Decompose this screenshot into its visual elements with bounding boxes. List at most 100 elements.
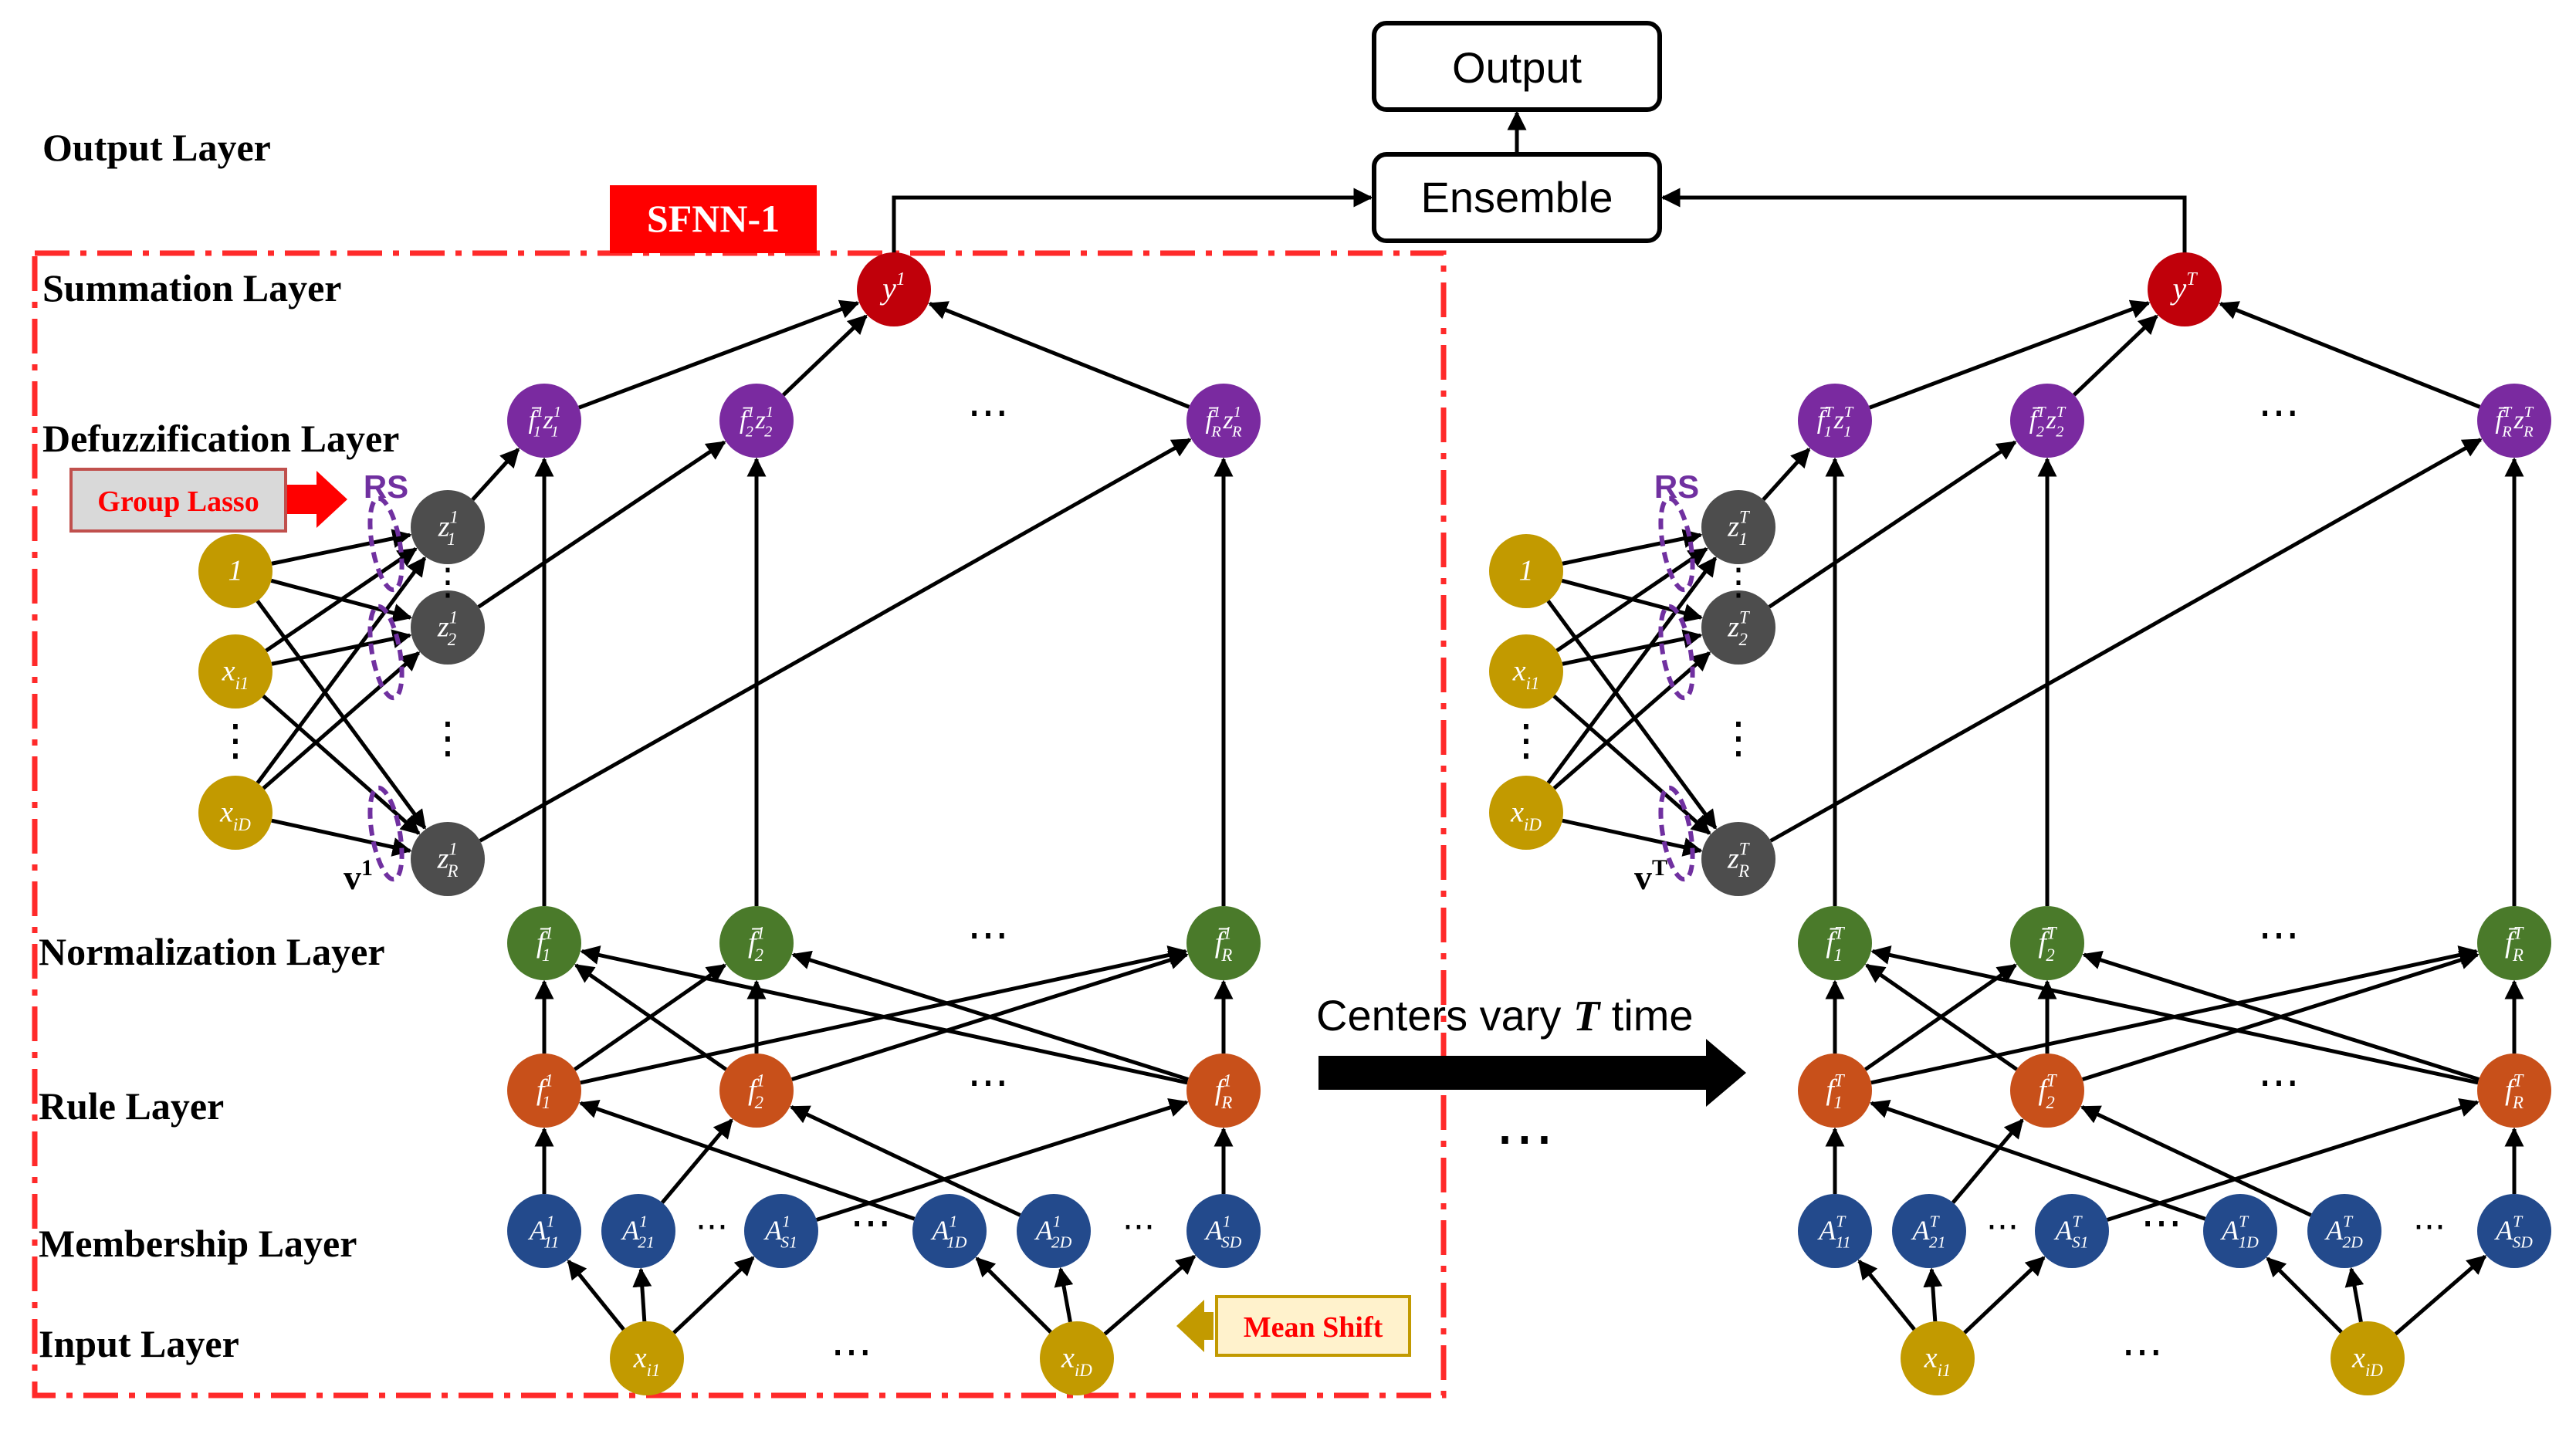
left-rule-node-3 bbox=[1186, 1054, 1261, 1128]
left-membership-node-1 bbox=[507, 1194, 581, 1268]
right-z-vdots-2: ⋮ bbox=[1717, 713, 1760, 763]
left-z-node-3 bbox=[411, 822, 485, 896]
left-input-node-1 bbox=[610, 1321, 684, 1395]
ensemble-box-label: Ensemble bbox=[1420, 173, 1613, 222]
left-membership-node-2 bbox=[601, 1194, 675, 1268]
left-rs-label: RS bbox=[364, 468, 408, 505]
mean-shift-box bbox=[1215, 1295, 1411, 1357]
right-membership-node-5 bbox=[2307, 1194, 2381, 1268]
mean-shift-label: Mean Shift bbox=[1244, 1311, 1383, 1344]
normalization-layer-label: Normalization Layer bbox=[39, 930, 385, 973]
right-edge-z-defuzz bbox=[1762, 448, 1811, 502]
right-edge-input-z bbox=[1552, 651, 1711, 790]
left-edge-input-membership bbox=[975, 1256, 1052, 1334]
left-membership-ellipsis-2: ··· bbox=[850, 1199, 891, 1250]
left-membership-node-5 bbox=[1017, 1194, 1091, 1268]
right-defuzz-ellipsis: ··· bbox=[2258, 389, 2299, 439]
right-rule-node-1 bbox=[1798, 1054, 1872, 1128]
right-edge-input-z bbox=[1546, 556, 1718, 784]
left-edge-input-z bbox=[265, 547, 418, 653]
left-edge-input-membership bbox=[672, 1256, 755, 1334]
right-edge-defuzz-y bbox=[2219, 301, 2481, 409]
right-defuzz-node-3 bbox=[2477, 384, 2551, 458]
right-membership-node-6 bbox=[2477, 1194, 2551, 1268]
left-edge-z-defuzz bbox=[477, 440, 726, 609]
left-edge-input-z bbox=[271, 529, 412, 566]
right-edge-z-defuzz bbox=[1768, 440, 2017, 609]
right-norm-node-1 bbox=[1798, 906, 1872, 980]
right-rs-label: RS bbox=[1654, 468, 1699, 505]
right-rule-ellipsis: ··· bbox=[2258, 1059, 2299, 1109]
left-consequent-input-2 bbox=[198, 634, 272, 709]
right-edge-z-defuzz bbox=[1769, 438, 2483, 843]
left-defuzz-node-3 bbox=[1186, 384, 1261, 458]
rule-layer-label: Rule Layer bbox=[39, 1084, 224, 1128]
right-edge-input-membership bbox=[2394, 1254, 2487, 1336]
left-input-node-2-label: xiD bbox=[1061, 1341, 1092, 1379]
right-norm-node-3 bbox=[2477, 906, 2551, 980]
left-edge-input-z bbox=[262, 694, 421, 835]
left-edge-z-defuzz bbox=[479, 438, 1192, 843]
left-edge-input-membership bbox=[1054, 1267, 1074, 1323]
centers-vary-caption: Centers vary T time bbox=[1316, 991, 1694, 1040]
right-membership-ellipsis-1: ··· bbox=[1986, 1208, 2019, 1247]
output-box bbox=[1372, 21, 1662, 112]
left-norm-ellipsis: ··· bbox=[967, 911, 1008, 962]
right-edge-rule-normalization bbox=[2082, 950, 2480, 1081]
right-input-ellipsis: ··· bbox=[2121, 1328, 2162, 1378]
left-rule-ellipsis: ··· bbox=[967, 1059, 1008, 1109]
left-consequent-input-3 bbox=[198, 776, 272, 850]
left-defuzz-node-2 bbox=[719, 384, 794, 458]
left-edge-defuzz-y bbox=[781, 314, 868, 397]
left-edge-input-z bbox=[262, 651, 421, 790]
right-defuzz-node-2 bbox=[2010, 384, 2084, 458]
right-edge-input-membership bbox=[1857, 1259, 1916, 1331]
left-consequent-input-3-label: xiD bbox=[219, 796, 251, 834]
mean-shift-arrow bbox=[1176, 1300, 1214, 1352]
left-z-vdots-1: ⋮ bbox=[429, 560, 466, 604]
right-rule-node-2 bbox=[2010, 1054, 2084, 1128]
left-norm-node-2 bbox=[719, 906, 794, 980]
right-y-node bbox=[2148, 252, 2222, 326]
left-membership-node-6 bbox=[1186, 1194, 1261, 1268]
left-input-ellipsis: ··· bbox=[831, 1328, 872, 1378]
membership-layer-label: Membership Layer bbox=[39, 1222, 357, 1265]
left-v-label: v1 bbox=[344, 855, 373, 897]
left-consequent-input-1 bbox=[198, 534, 272, 608]
right-edge-input-z bbox=[1562, 629, 1703, 666]
right-consequent-input-1-label: 1 bbox=[1519, 554, 1534, 587]
left-rule-node-2 bbox=[719, 1054, 794, 1128]
left-norm-node-3 bbox=[1186, 906, 1261, 980]
right-consequent-input-2-label: xi1 bbox=[1512, 654, 1540, 692]
right-rs-ellipse bbox=[1658, 604, 1695, 701]
right-edge-input-z bbox=[1562, 818, 1703, 857]
right-edge-input-membership bbox=[1963, 1256, 2046, 1334]
left-rs-ellipse bbox=[367, 785, 405, 882]
left-input-node-2 bbox=[1040, 1321, 1114, 1395]
right-v-label: vT bbox=[1634, 855, 1667, 897]
left-defuzz-ellipsis: ··· bbox=[967, 389, 1008, 439]
left-edge-input-membership bbox=[632, 1267, 652, 1322]
right-consequent-input-1 bbox=[1489, 534, 1563, 608]
right-edge-membership-rule bbox=[1951, 1118, 2024, 1204]
